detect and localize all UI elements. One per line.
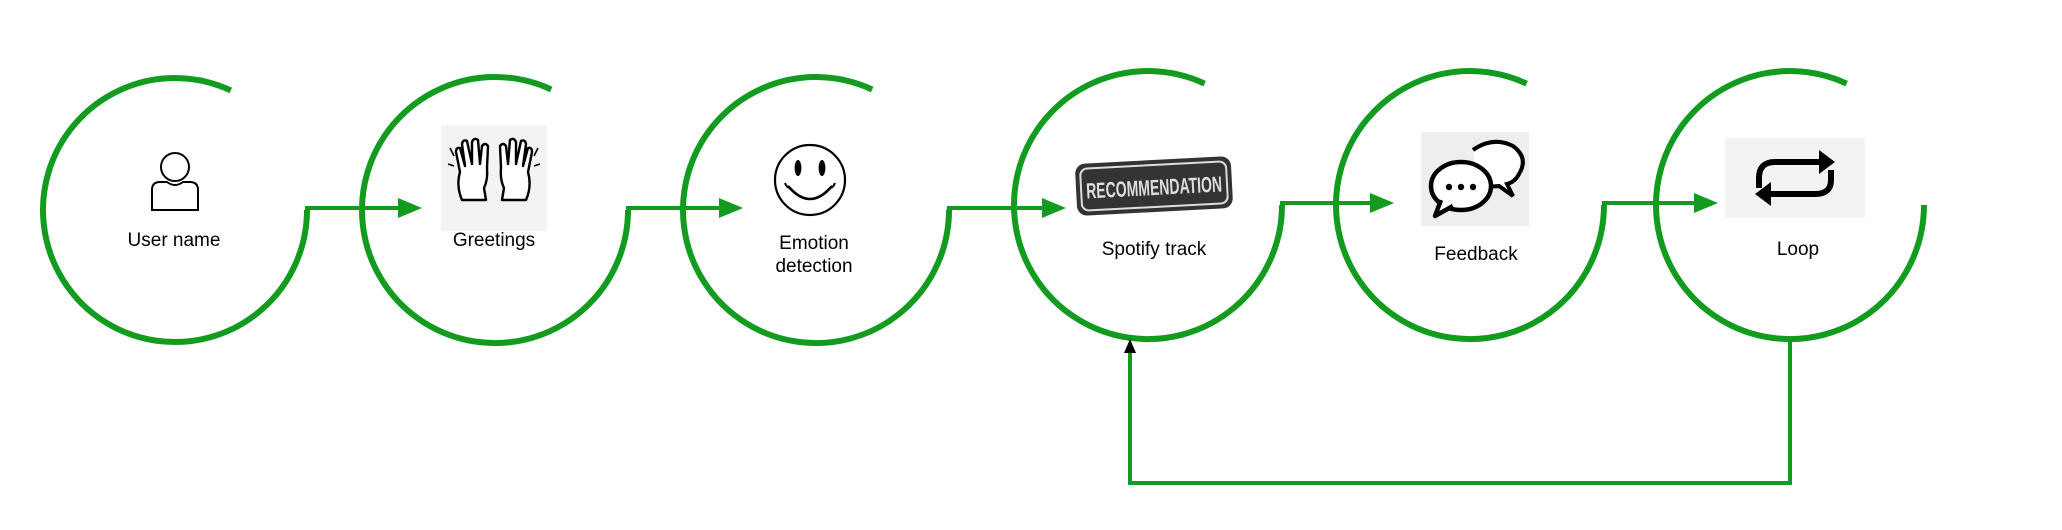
edge-arrowhead-greetings	[398, 198, 422, 218]
connectors	[305, 193, 1792, 485]
edge-user-name-to-greetings	[305, 206, 404, 222]
ring-user-name	[40, 75, 310, 345]
speech-bubbles-icon	[1421, 132, 1529, 226]
node-label-user-name: User name	[127, 230, 221, 251]
edge-arrowhead-spotify-track	[1042, 198, 1066, 218]
edge-loop-to-spotify-track	[1128, 339, 1792, 485]
edge-loop-arrowhead	[1124, 339, 1136, 353]
edge-greetings-to-emotion-detection	[626, 206, 725, 222]
edge-spotify-track-to-feedback	[1280, 201, 1376, 217]
waving-hands-icon	[441, 125, 547, 231]
ring-loop	[1653, 68, 1927, 343]
smiley-face-icon	[773, 143, 847, 217]
ring-greetings	[359, 74, 631, 347]
ring-spotify-track	[1011, 68, 1285, 343]
node-label-loop: Loop	[1776, 239, 1820, 260]
recommendation-stamp-icon: RECOMMENDATION	[1075, 156, 1233, 216]
edge-arrowhead-loop	[1694, 193, 1718, 213]
node-label-spotify-track: Spotify track	[1101, 239, 1207, 260]
repeat-arrows-icon	[1725, 138, 1865, 218]
node-label-feedback: Feedback	[1434, 244, 1518, 265]
edge-emotion-detection-to-spotify-track	[947, 206, 1048, 222]
edge-feedback-to-loop	[1602, 201, 1700, 217]
ring-feedback	[1333, 68, 1607, 343]
ring-emotion-detection	[680, 74, 952, 347]
edge-arrowhead-emotion-detection	[719, 198, 743, 218]
node-label-emotion-detection: Emotion detection	[775, 233, 853, 277]
user-icon	[151, 152, 199, 211]
edge-arrowhead-feedback	[1370, 193, 1394, 213]
node-label-greetings: Greetings	[452, 230, 536, 251]
node-rings	[40, 68, 1927, 347]
